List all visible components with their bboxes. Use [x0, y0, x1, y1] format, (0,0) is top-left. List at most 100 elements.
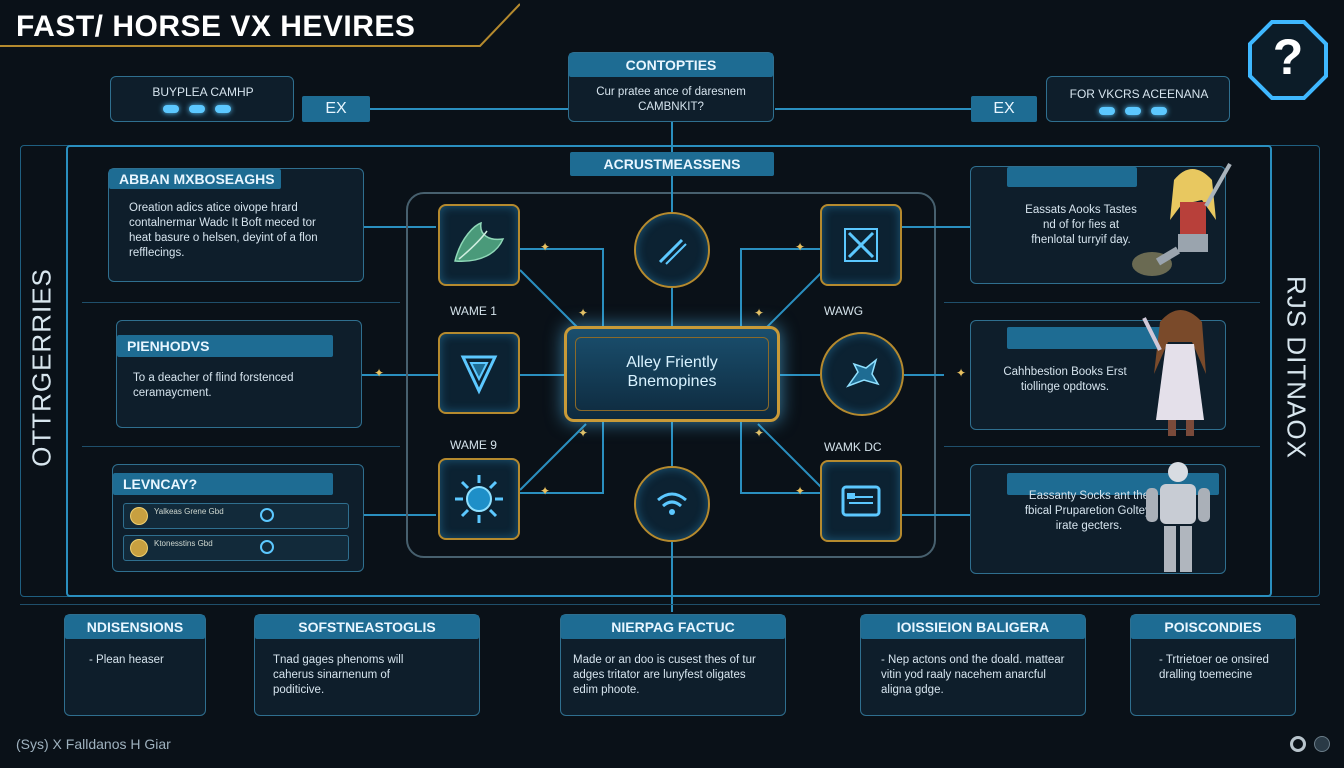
- connector-line: [520, 248, 604, 250]
- spark-icon: ✦: [540, 484, 551, 498]
- inventory-item-label: Ktonesstins Gbd: [154, 539, 213, 548]
- sword-node[interactable]: [634, 212, 710, 288]
- plaque-inner-border: [575, 337, 769, 411]
- vkcrs-panel[interactable]: FOR VKCRS ACEENANA: [1046, 76, 1230, 122]
- inventory-item[interactable]: Yalkeas Grene Gbd: [123, 503, 349, 529]
- buyplea-panel[interactable]: BUYPLEA CAMHP: [110, 76, 294, 122]
- sun-tile[interactable]: [438, 458, 520, 540]
- divider: [944, 302, 1260, 303]
- settings-gear-icon[interactable]: [1290, 736, 1306, 752]
- spark-icon: ✦: [795, 240, 806, 254]
- left-ex-button[interactable]: EX: [302, 96, 370, 122]
- inventory-item-label: Yalkeas Grene Gbd: [154, 507, 224, 516]
- left-panel-1: ABBAN MXBOSEAGHS Oreation adics atice oi…: [108, 168, 364, 282]
- left-panel-3-header: LEVNCAY?: [113, 473, 333, 495]
- connector-line: [740, 422, 742, 494]
- coin-icon: [130, 507, 148, 525]
- indicator-dots: [1099, 107, 1167, 115]
- connector-line: [671, 542, 673, 612]
- connector-line: [904, 374, 944, 376]
- wame9-label: WAME 9: [450, 438, 497, 452]
- contopties-header: CONTOPTIES: [569, 53, 773, 77]
- bottom-panel-2: SOFSTNEASTOGLIS Tnad gages phenoms will …: [254, 614, 480, 716]
- divider: [82, 446, 400, 447]
- plant-tile[interactable]: [438, 204, 520, 286]
- buyplea-label: BUYPLEA CAMHP: [152, 85, 254, 99]
- close-icon: [844, 228, 878, 262]
- right-panel-2-text: Cahhbestion Books Erst tiollinge opdtows…: [1003, 366, 1127, 393]
- left-panel-3: LEVNCAY? Yalkeas Grene Gbd Ktonesstins G…: [112, 464, 364, 572]
- character-knight-girl: [1132, 163, 1232, 276]
- page-title: FAST/ HORSE VX HEVIRES: [16, 10, 416, 43]
- connector-line: [364, 226, 436, 228]
- spark-icon: ✦: [795, 484, 806, 498]
- connector-line: [902, 226, 972, 228]
- bottom-panel-5-header: POISCONDIES: [1131, 615, 1295, 639]
- connector-line: [775, 108, 971, 110]
- left-panel-2-header: PIENHODVS: [117, 335, 333, 357]
- card-tile[interactable]: [820, 460, 902, 542]
- vkcrs-label: FOR VKCRS ACEENANA: [1069, 87, 1209, 101]
- bottom-panel-3-header: NIERPAG FACTUC: [561, 615, 785, 639]
- connector-line: [602, 422, 604, 494]
- settings-icon[interactable]: [260, 540, 274, 554]
- spark-icon: ✦: [374, 366, 385, 380]
- bottom-panel-4: IOISSIEION BALIGERA - Nep actons ond the…: [860, 614, 1086, 716]
- bottom-panel-3: NIERPAG FACTUC Made or an doo is cusest …: [560, 614, 786, 716]
- leaf-icon: [454, 221, 505, 262]
- right-panel-1-text: Eassats Aooks Tastes nd of for fies at f…: [1025, 204, 1137, 246]
- connector-line: [520, 492, 604, 494]
- title-banner: FAST/ HORSE VX HEVIRES: [0, 0, 520, 48]
- spark-icon: ✦: [754, 426, 765, 440]
- connector-line: [902, 514, 972, 516]
- dragon-node[interactable]: [820, 332, 904, 416]
- center-plaque[interactable]: Alley Friently Bnemopines: [564, 326, 780, 422]
- connector-line: [671, 122, 673, 152]
- side-left-label: OTTRGERRIES: [26, 268, 57, 467]
- character-armored-knight: [1146, 462, 1210, 572]
- wifi-icon: [657, 492, 687, 515]
- dragon-icon: [845, 357, 880, 388]
- wame1-label: WAME 1: [450, 304, 497, 318]
- bottom-panel-4-header: IOISSIEION BALIGERA: [861, 615, 1085, 639]
- contopties-panel: CONTOPTIES Cur pratee ance of daresnem C…: [568, 52, 774, 122]
- spark-icon: ✦: [754, 306, 765, 320]
- left-panel-2-text: To a deacher of flind forstenced ceramay…: [133, 372, 294, 399]
- center-main-text: Alley Friently Bnemopines: [626, 354, 718, 390]
- id-card-icon: [841, 485, 881, 517]
- bottom-panel-1-header: NDISENSIONS: [65, 615, 205, 639]
- divider: [944, 446, 1260, 447]
- connector-line: [370, 108, 570, 110]
- connector-line: [364, 514, 436, 516]
- help-icon-glyph: ?: [1272, 29, 1304, 85]
- help-button[interactable]: ?: [1246, 18, 1330, 102]
- sword-icon: [658, 238, 687, 265]
- bottom-panel-5: POISCONDIES - Trtrietoer oe onsired dral…: [1130, 614, 1296, 716]
- connector-line: [778, 374, 820, 376]
- info-icon[interactable]: [1314, 736, 1330, 752]
- connector-line: [520, 374, 566, 376]
- bottom-panel-5-text: - Trtrietoer oe onsired dralling toemeci…: [1159, 654, 1269, 681]
- spark-icon: ✦: [578, 306, 589, 320]
- bottom-panel-1-text: - Plean heaser: [89, 654, 164, 666]
- spark-icon: ✦: [578, 426, 589, 440]
- bottom-panel-2-header: SOFSTNEASTOGLIS: [255, 615, 479, 639]
- diagonal-connectors: [519, 269, 825, 491]
- bottom-panel-3-text: Made or an doo is cusest thes of tur adg…: [573, 654, 756, 696]
- spark-icon: ✦: [540, 240, 551, 254]
- right-ex-button[interactable]: EX: [971, 96, 1037, 122]
- signal-node[interactable]: [634, 466, 710, 542]
- cross-tile[interactable]: [820, 204, 902, 286]
- center-header: ACRUSTMEASSENS: [570, 152, 774, 176]
- right-panel-3-text: Eassanty Socks ant the fbical Pruparetio…: [1024, 490, 1154, 532]
- sun-icon: [455, 475, 503, 523]
- bottom-panel-2-text: Tnad gages phenoms will caherus sinarnen…: [273, 654, 404, 696]
- shield-tile[interactable]: [438, 332, 520, 414]
- shield-icon: [460, 355, 498, 395]
- inventory-item[interactable]: Ktonesstins Gbd: [123, 535, 349, 561]
- settings-icon[interactable]: [260, 508, 274, 522]
- right-panel-1-header: [1007, 167, 1137, 187]
- connector-line: [740, 248, 820, 250]
- connector-line: [671, 176, 673, 214]
- main-frame-inner: [66, 145, 1272, 597]
